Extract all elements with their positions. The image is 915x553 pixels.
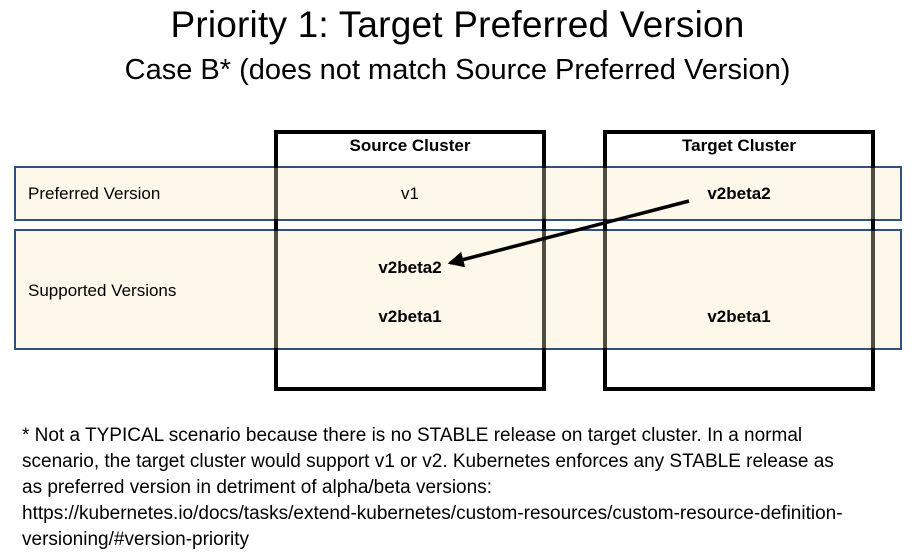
source-supported-value-1: v2beta2 <box>378 258 442 277</box>
border-tint <box>274 231 278 348</box>
target-preferred-value: v2beta2 <box>707 184 771 203</box>
footnote: * Not a TYPICAL scenario because there i… <box>22 423 902 553</box>
supported-versions-label: Supported Versions <box>28 281 177 300</box>
target-supported-value: v2beta1 <box>707 307 771 326</box>
footnote-line: as preferred version in detriment of alp… <box>22 477 492 498</box>
border-tint <box>871 168 875 219</box>
footnote-url-line: versioning/#version-priority <box>22 529 250 550</box>
border-tint <box>603 231 607 348</box>
border-tint <box>871 231 875 348</box>
border-tint <box>603 168 607 219</box>
source-preferred-value: v1 <box>401 184 419 203</box>
preferred-version-label: Preferred Version <box>28 184 161 203</box>
target-cluster-box <box>603 130 875 391</box>
border-tint <box>274 168 278 219</box>
footnote-line: scenario, the target cluster would suppo… <box>22 451 834 472</box>
border-tint <box>542 231 546 348</box>
footnote-url-line: https://kubernetes.io/docs/tasks/extend-… <box>22 503 843 524</box>
page-subtitle: Case B* (does not match Source Preferred… <box>124 54 791 86</box>
footnote-line: * Not a TYPICAL scenario because there i… <box>22 425 803 446</box>
source-cluster-header: Source Cluster <box>349 136 471 155</box>
source-supported-value-2: v2beta1 <box>378 307 442 326</box>
page-title: Priority 1: Target Preferred Version <box>170 4 745 45</box>
target-cluster-header: Target Cluster <box>682 136 796 155</box>
border-tint <box>542 168 546 219</box>
